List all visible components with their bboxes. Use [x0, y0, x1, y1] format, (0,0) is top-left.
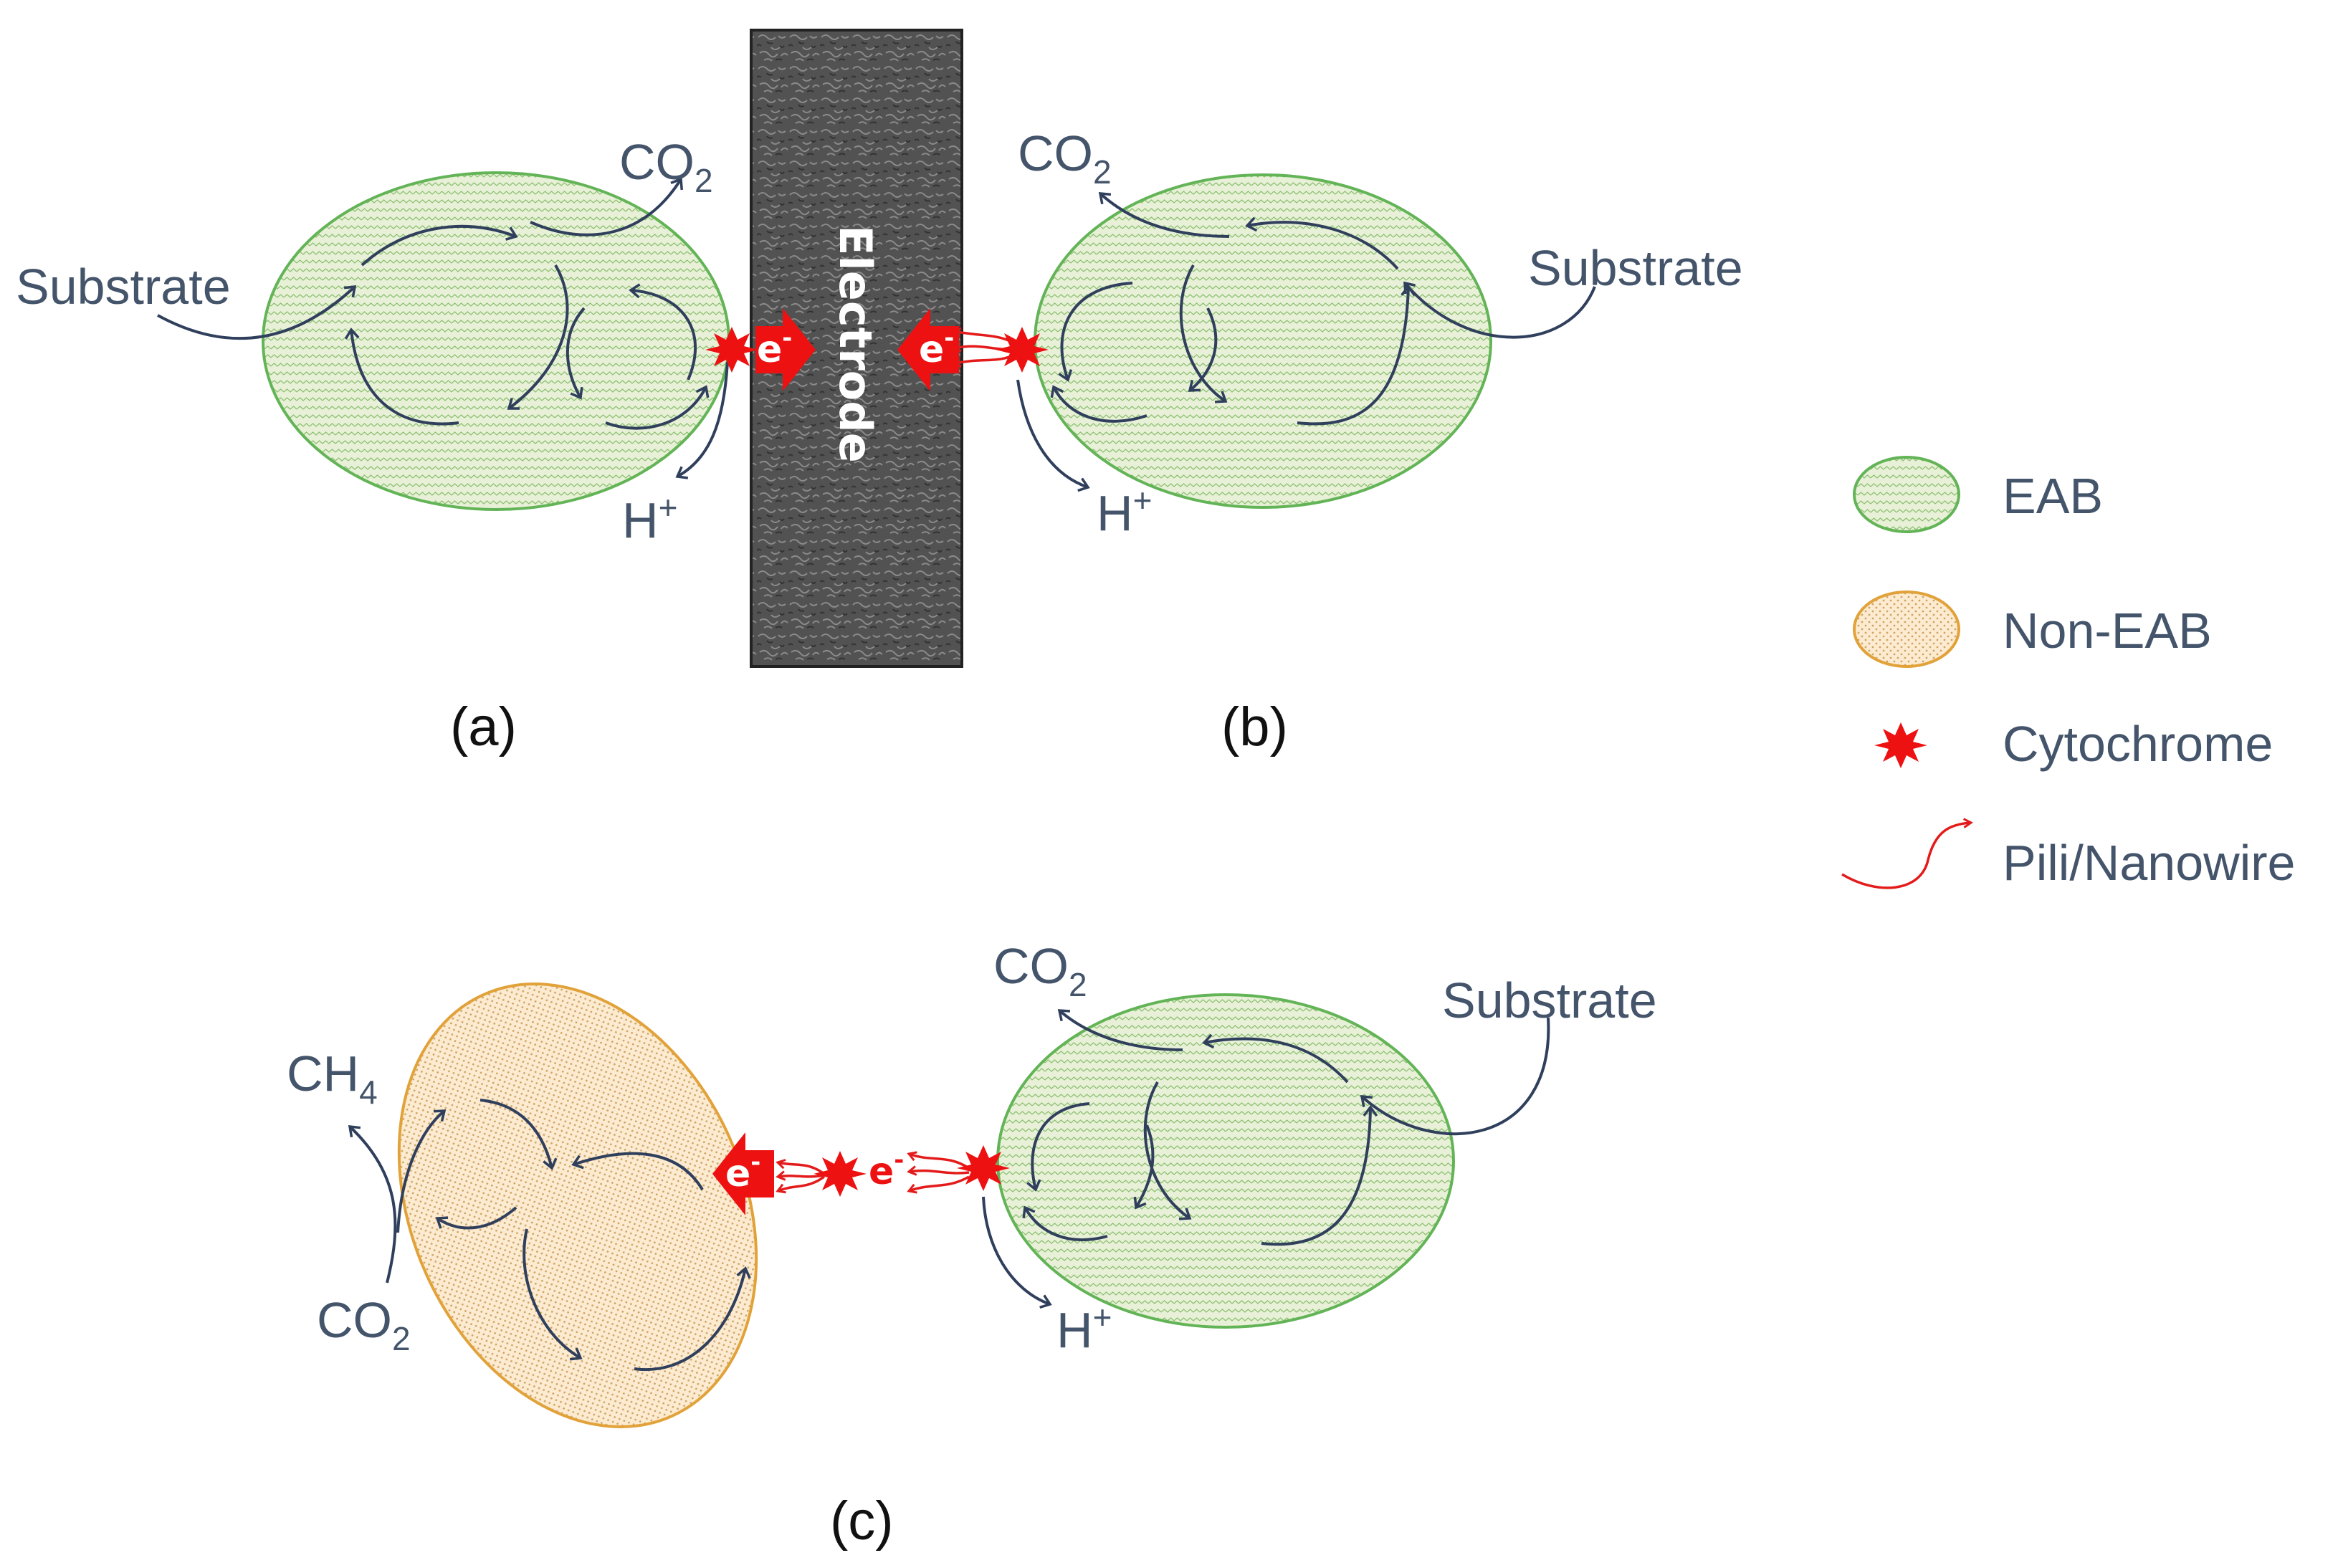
co2-in-arrow	[348, 1124, 397, 1283]
cytochrome-star-icon	[813, 1151, 867, 1197]
cytochrome-star-icon	[705, 327, 758, 373]
eab-cell-a	[262, 171, 730, 511]
flow-arrow	[1179, 264, 1228, 403]
ch4-label: CH4	[287, 1046, 378, 1111]
legend-label-pili: Pili/Nanowire	[2003, 835, 2295, 891]
substrate-label: Substrate	[16, 259, 231, 315]
eab-cell-icon	[1853, 456, 1960, 533]
pili-wire	[776, 1175, 826, 1194]
pili-wire	[776, 1170, 825, 1181]
pili-wire	[776, 1159, 826, 1175]
electron-free-label: e-	[869, 1146, 904, 1193]
co2-label-left: CO2	[317, 1292, 411, 1357]
pili-wire	[907, 1151, 970, 1170]
flow-arrow	[1143, 1081, 1192, 1220]
electron-arrow-label: e-	[725, 1148, 760, 1195]
non-eab-cell-icon	[1853, 591, 1960, 668]
electron-label: e-	[919, 324, 954, 371]
panel-b: Substrate CO2 H+ e- (b)	[897, 125, 1743, 757]
substrate-arrow	[157, 285, 357, 340]
flow-arrow	[1057, 1009, 1183, 1051]
flow-arrow	[1098, 192, 1230, 238]
substrate-label: Substrate	[1442, 972, 1657, 1028]
cytochrome-star-icon	[957, 1145, 1010, 1191]
electron-label: e-	[757, 324, 792, 371]
non-eab-cell	[397, 983, 758, 1428]
flow-arrow	[344, 328, 459, 426]
flow-arrow	[1050, 385, 1147, 423]
flow-arrow	[1188, 307, 1218, 392]
substrate-arrow	[1360, 1017, 1550, 1136]
flow-arrow	[1026, 1102, 1090, 1192]
electron-transfer-arrow	[712, 1132, 774, 1215]
flow-arrow	[1261, 1105, 1378, 1246]
flow-arrow	[1022, 1205, 1108, 1241]
flow-arrow	[507, 264, 569, 410]
legend: EAB Non-EAB Cytochrome Pili/Nanowire	[1841, 456, 2295, 891]
pili-wire-icon	[1841, 818, 1973, 889]
panel-a: Substrate CO2 H+ e- (a)	[16, 134, 816, 757]
electrode-label: Electrode	[829, 225, 882, 463]
substrate-arrow	[1403, 281, 1596, 339]
proton-arrow	[1016, 379, 1090, 492]
co2-label: CO2	[1018, 125, 1112, 191]
panel-label-b: (b)	[1221, 697, 1288, 757]
legend-label-eab: EAB	[2003, 468, 2103, 524]
cytochrome-star-icon	[996, 327, 1049, 373]
cytochrome-star-icon	[1874, 722, 1927, 768]
panel-c: Substrate CO2 H+ CH4 CO2 e- e- (c)	[287, 938, 1657, 1552]
panel-label-c: (c)	[830, 1491, 894, 1552]
legend-label-non-eab: Non-EAB	[2003, 603, 2212, 659]
co2-label: CO2	[619, 134, 713, 199]
eab-cell-c	[996, 993, 1455, 1329]
flow-arrow	[1058, 282, 1133, 382]
panel-label-a: (a)	[450, 697, 517, 757]
flow-arrow	[396, 1109, 447, 1233]
pili-wire	[907, 1175, 970, 1194]
flow-arrow	[634, 1266, 751, 1372]
pili-wire	[907, 1165, 970, 1176]
substrate-label: Substrate	[1528, 240, 1743, 296]
electron-transfer-arrow	[897, 308, 959, 391]
proton-arrow	[982, 1196, 1052, 1309]
proton-label: H+	[622, 489, 677, 548]
flow-arrow	[523, 1228, 583, 1361]
flow-arrow	[605, 385, 710, 430]
flow-arrow	[1202, 1033, 1349, 1084]
flow-arrow	[1297, 285, 1416, 426]
flow-arrow	[1133, 1124, 1155, 1210]
proton-arrow	[675, 361, 729, 479]
flow-arrow	[571, 1152, 704, 1191]
flow-arrow	[629, 283, 697, 381]
electron-transfer-arrow	[755, 308, 816, 391]
flow-arrow	[479, 1099, 558, 1170]
co2-label-right: CO2	[993, 938, 1087, 1003]
flow-arrow	[361, 224, 518, 267]
flow-arrow	[435, 1206, 517, 1230]
flow-arrow	[1245, 216, 1399, 270]
proton-label: H+	[1097, 482, 1152, 541]
legend-label-cytochrome: Cytochrome	[2003, 716, 2273, 772]
flow-arrow	[566, 307, 586, 400]
flow-arrow	[530, 177, 684, 236]
proton-label: H+	[1056, 1299, 1112, 1358]
